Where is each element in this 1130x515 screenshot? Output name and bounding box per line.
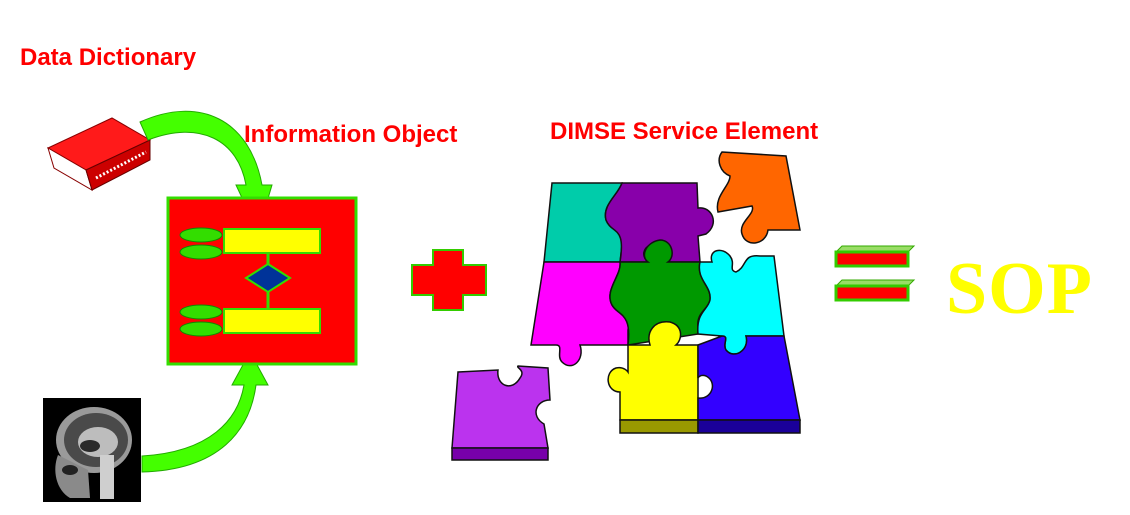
information-object-label: Information Object [244, 121, 458, 148]
data-dictionary-label: Data Dictionary [20, 44, 197, 71]
information-object-box [166, 196, 358, 366]
sop-label: SOP [946, 248, 1093, 330]
puzzle-pieces [451, 151, 801, 461]
book-icon [46, 117, 152, 192]
mri-brain-icon [43, 398, 141, 502]
equals-sign [834, 245, 916, 302]
plus-sign [411, 249, 487, 311]
arrow-mri-to-object [141, 350, 269, 473]
dimse-service-element-label: DIMSE Service Element [550, 118, 819, 145]
